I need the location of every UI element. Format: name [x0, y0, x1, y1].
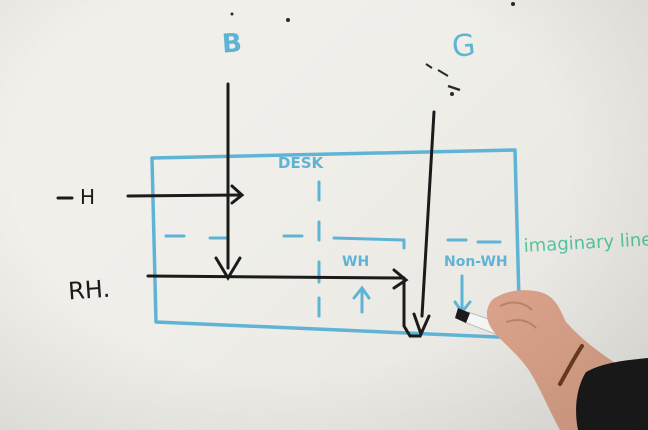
up-arrow-icon [352, 285, 371, 314]
label-rh: RH. [67, 275, 111, 306]
label-h: H [80, 185, 95, 209]
label-wh: WH [342, 254, 369, 270]
bracelet [558, 344, 584, 386]
arrow-rh [146, 256, 422, 338]
label-g: G [450, 28, 477, 65]
line-g-arrow [412, 110, 436, 339]
arrow-h [56, 184, 245, 205]
label-b: B [221, 28, 243, 59]
stray-marks [230, 2, 515, 96]
label-desk: DESK [278, 154, 325, 172]
sleeve [576, 358, 648, 430]
label-non-wh: Non-WH [444, 254, 508, 270]
imaginary-horizontal-dashed-line [164, 234, 502, 250]
